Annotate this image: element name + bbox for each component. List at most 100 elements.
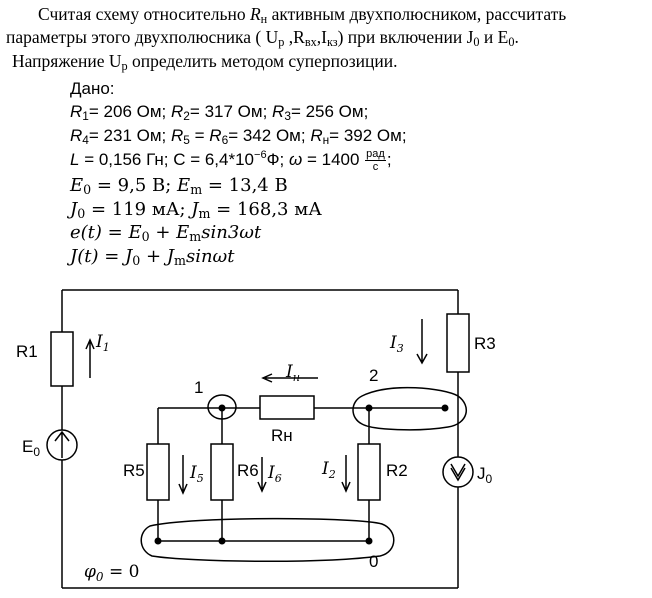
rn-value: = 392 Ом;: [329, 126, 407, 145]
task-text: и E: [479, 27, 509, 47]
task-r-subscript: н: [260, 12, 268, 26]
task-text: параметры этого двухполюсника ( U: [6, 27, 279, 47]
r6-symbol: R: [209, 126, 222, 145]
rn-symbol: R: [310, 126, 323, 145]
r5-label: R5: [123, 461, 145, 480]
e0-value: = 9,5 В;: [91, 175, 178, 196]
junction-dot: [441, 404, 449, 412]
task-text: активным двухполюсником, рассчитать: [267, 4, 567, 24]
jt-jm-symbol: J: [166, 246, 175, 267]
r2-symbol: R: [171, 102, 184, 121]
et-lhs: e(t): [70, 222, 102, 243]
r5-subscript: 5: [183, 133, 190, 147]
jm-value: = 168,3 мА: [210, 199, 322, 220]
e0-arrow-icon: [54, 430, 70, 458]
junction-dot: [154, 537, 162, 545]
task-text: ,R: [284, 27, 305, 47]
em-subscript: m: [190, 182, 203, 197]
i5-letter: I: [189, 463, 197, 483]
given-et-formula: e(t) = E0 + Emsin3ωt: [70, 222, 261, 244]
r3-symbol: R: [272, 102, 285, 121]
given-resistors-row-2: R4= 231 Ом; R5 = R6= 342 Ом; Rн= 392 Ом;: [70, 126, 407, 147]
task-subscript: кз: [326, 35, 338, 49]
r3-label: R3: [474, 334, 496, 353]
equals-sign: =: [189, 126, 210, 145]
e0-symbol: E: [70, 175, 84, 196]
i1-arrow-icon: [85, 338, 95, 378]
junction-dot: [365, 537, 373, 545]
em-value: = 13,4 В: [202, 175, 288, 196]
r2-value: = 317 Ом;: [189, 102, 268, 121]
phi-value: = 0: [104, 562, 140, 582]
i5-arrow-icon: [178, 455, 188, 495]
et-e0-subscript: 0: [141, 229, 150, 244]
j0-label-subscript: 0: [486, 472, 493, 486]
task-r-symbol: R: [249, 4, 261, 24]
given-resistors-row-1: R1= 206 Ом; R2= 317 Ом; R3= 256 Ом;: [70, 102, 368, 123]
r2-subscript: 2: [183, 109, 190, 123]
plus-sign: +: [149, 222, 177, 243]
j0-label-letter: J: [477, 464, 486, 483]
r6-label: R6: [237, 461, 259, 480]
i5-label: I5: [189, 463, 204, 485]
r1-value: = 206 Ом;: [88, 102, 167, 121]
task-text: Напряжение U: [12, 51, 122, 71]
jt-j0-symbol: J: [125, 246, 133, 267]
task-line-2: параметры этого двухполюсника ( Uр ,Rвх,…: [6, 27, 519, 50]
junction-dot: [218, 537, 226, 545]
rh-resistor: [259, 395, 315, 420]
rh-label: Rн: [271, 426, 293, 445]
r6-subscript: 6: [221, 133, 229, 147]
task-text: .: [514, 27, 519, 47]
phi-symbol: φ: [84, 562, 96, 582]
node-2-ring: [352, 386, 468, 431]
j0-label: J0: [477, 464, 493, 486]
task-text: ,I: [316, 27, 327, 47]
phi0-equation: φ0 = 0: [84, 562, 139, 584]
j0-double-arrow-icon: [450, 463, 466, 482]
ih-subscript: н: [293, 371, 300, 384]
i2-arrow-icon: [341, 455, 351, 493]
i1-letter: I: [95, 332, 103, 352]
fraction-denominator: с: [372, 161, 379, 173]
i2-letter: I: [321, 459, 329, 479]
r1-resistor: [50, 331, 74, 387]
r5-resistor: [146, 443, 170, 501]
r56-value: = 342 Ом;: [228, 126, 306, 145]
task-subscript: р: [278, 35, 285, 49]
et-e0-symbol: E: [128, 222, 142, 243]
e0-label-subscript: 0: [33, 445, 40, 459]
i2-label: I2: [321, 459, 336, 481]
j0-value: = 119 мА;: [85, 199, 192, 220]
jt-sine-term: sinωt: [185, 246, 235, 267]
given-title: Дано:: [70, 79, 115, 98]
i6-label: I6: [267, 463, 282, 485]
e0-label-letter: E: [22, 437, 33, 456]
fraction-numerator: рад: [365, 148, 386, 161]
l-symbol: L: [70, 149, 80, 169]
rn-subscript: н: [322, 133, 330, 147]
j0-subscript: 0: [77, 206, 86, 221]
r2-resistor: [357, 443, 381, 501]
r1-subscript: 1: [82, 109, 89, 123]
plus-sign: +: [140, 246, 167, 267]
i6-subscript: 6: [275, 472, 282, 485]
jt-j0-subscript: 0: [132, 253, 141, 268]
lc-value: = 0,156 Гн; С = 6,4*10: [79, 149, 255, 169]
ih-letter: I: [285, 362, 293, 382]
omega-symbol: ω: [289, 149, 303, 169]
phi-subscript: 0: [96, 570, 104, 584]
task-text: ) при включении J: [337, 27, 474, 47]
c-unit: Ф;: [266, 149, 289, 169]
i5-subscript: 5: [197, 472, 204, 485]
r2-label: R2: [386, 461, 408, 480]
r4-value: = 231 Ом;: [88, 126, 167, 145]
node-2-label: 2: [369, 366, 378, 385]
task-subscript: 0: [508, 35, 515, 49]
node-1-label: 1: [194, 378, 203, 397]
task-line-3: Напряжение Uр определить методом суперпо…: [12, 51, 397, 74]
given-jt-formula: J(t) = J0 + Jmsinωt: [70, 246, 234, 268]
i3-subscript: 3: [397, 342, 404, 355]
r6-resistor: [210, 443, 234, 501]
